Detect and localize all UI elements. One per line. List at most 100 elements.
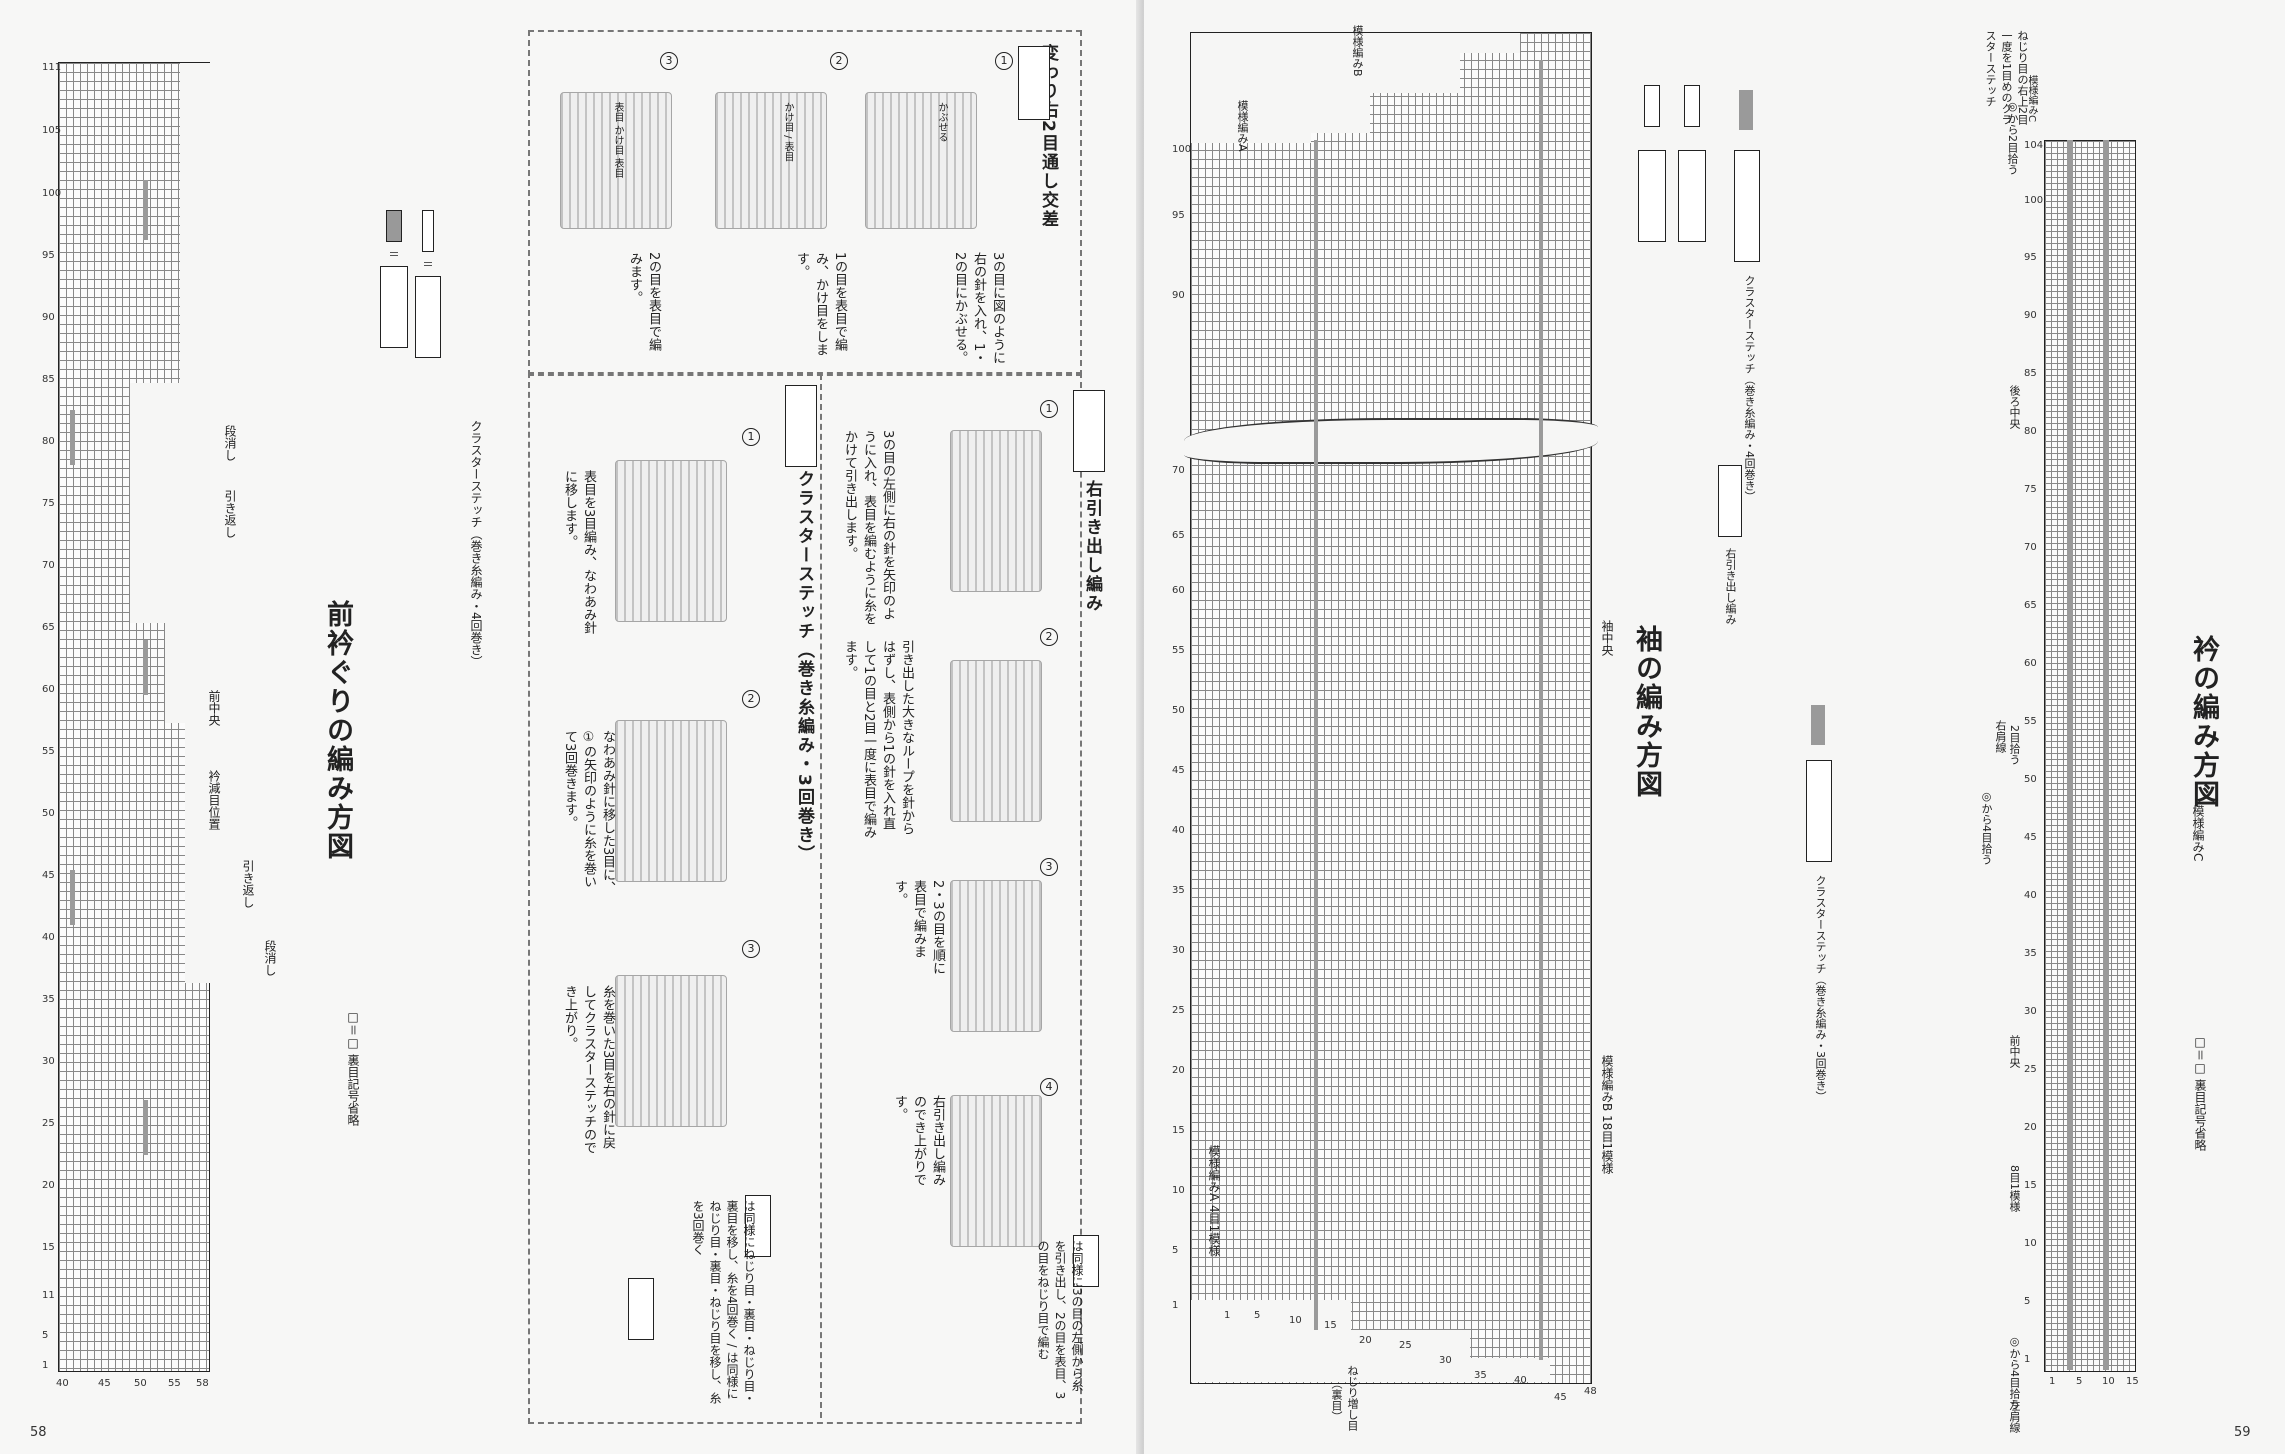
legend-right-pull xyxy=(1718,465,1742,537)
row-number: 55 xyxy=(1172,645,1185,656)
row-number: 35 xyxy=(42,994,55,1005)
chart-cutout xyxy=(1191,1300,1351,1382)
row-number: 55 xyxy=(42,746,55,757)
legend-cluster3-text: クラスターステッチ（巻き糸編み・3回巻き） xyxy=(1814,875,1827,1102)
label-back-center: 後ろ中央 xyxy=(2008,385,2021,429)
row-number: 15 xyxy=(42,1242,55,1253)
right-page: 100 95 90 70 65 60 55 50 45 40 35 30 25 … xyxy=(1144,0,2285,1454)
col-number: 58 xyxy=(196,1378,209,1389)
label-increase: ねじり増し目 xyxy=(1346,1365,1359,1431)
row-number: 95 xyxy=(2024,252,2037,263)
row-number: 20 xyxy=(42,1180,55,1191)
c3-note: は同様にねじり目・裏目・ねじり目・裏目を移し、糸を4回巻く / は同様にねじり目… xyxy=(691,1200,756,1404)
legend-cable-1: ＝ xyxy=(415,210,441,358)
label-start: ◎から2目拾う xyxy=(2006,100,2019,175)
chart-cutout xyxy=(1191,33,1311,143)
chart-cutout xyxy=(130,383,210,623)
row-number: 1 xyxy=(2024,1354,2031,1365)
legend-cluster4-text: クラスターステッチ（巻き糸編み・4回巻き） xyxy=(469,420,483,668)
step-number: 3 xyxy=(742,940,760,958)
row-number: 104 xyxy=(2024,140,2044,151)
chart-pattern-stripe xyxy=(143,1100,148,1155)
label-pattern-c-side: 模様編みC xyxy=(2026,75,2037,122)
collar-rib-stripe xyxy=(2103,140,2109,1370)
step-number: 1 xyxy=(742,428,760,446)
row-number: 85 xyxy=(42,374,55,385)
row-number: 10 xyxy=(1172,1185,1185,1196)
sleeve-title: 袖の編み方図 xyxy=(1631,625,1662,799)
label-front-center: 前中央 xyxy=(2008,1035,2021,1068)
row-number: 11 xyxy=(42,1290,55,1301)
col-number: 5 xyxy=(1254,1310,1261,1321)
label-pickup-4a: ◎から4目拾う xyxy=(1980,790,1993,865)
rp-step2-text: 引き出した大きなループを針からはずし、表側から1の針を入れ直して1の目と2目一度… xyxy=(842,640,914,839)
row-number: 35 xyxy=(2024,948,2037,959)
legend-cable-b xyxy=(1684,85,1700,127)
row-number: 90 xyxy=(1172,290,1185,301)
chart-cutout xyxy=(1370,33,1460,93)
row-number: 100 xyxy=(1172,144,1192,155)
step2-text: 1の目を表目で編み、かけ目をします。 xyxy=(794,252,847,356)
chart-pattern-stripe xyxy=(143,180,148,240)
rp-step4-text: 右引き出し編みのでき上がりです。 xyxy=(892,1095,945,1186)
step2-note: かけ目 / 表目 xyxy=(782,102,793,162)
c3-step3-illustration xyxy=(615,975,727,1127)
rp-variant-symbol xyxy=(1073,1235,1099,1287)
collar-title: 衿の編み方図 xyxy=(2188,635,2219,809)
row-number: 5 xyxy=(2024,1296,2031,1307)
row-number: 80 xyxy=(42,436,55,447)
label-pickup-4b: ◎から4目拾う xyxy=(2008,1335,2021,1410)
step1-note: かぶせる xyxy=(936,102,947,142)
chart-break xyxy=(1184,418,1598,464)
step-number: 4 xyxy=(1040,1078,1058,1096)
technique-box xyxy=(528,372,1082,1424)
label-pattern-a: 模様編みA xyxy=(1236,100,1249,152)
chart-pattern-stripe xyxy=(70,410,75,465)
row-number: 40 xyxy=(42,932,55,943)
chart-pattern-stripe xyxy=(143,640,148,695)
row-number: 70 xyxy=(2024,542,2037,553)
pattern-divider xyxy=(1539,60,1543,1360)
col-number: 48 xyxy=(1584,1386,1597,1397)
label-increase-note: （裏目） xyxy=(1330,1378,1343,1422)
row-number: 45 xyxy=(2024,832,2037,843)
col-number: 15 xyxy=(2126,1376,2139,1387)
row-number: 45 xyxy=(1172,765,1185,776)
chart-cutout xyxy=(1310,33,1370,133)
col-number: 45 xyxy=(98,1378,111,1389)
row-number: 50 xyxy=(2024,774,2037,785)
row-number: 10 xyxy=(2024,1238,2037,1249)
cluster3-symbol xyxy=(785,385,817,467)
col-number: 40 xyxy=(56,1378,69,1389)
row-number: 80 xyxy=(2024,426,2037,437)
chart-cutout xyxy=(165,623,210,723)
row-number: 60 xyxy=(1172,585,1185,596)
c3-step2-text: なわあみ針に移した3目に、①の矢印のように糸を巻いて3回巻きます。 xyxy=(562,730,615,895)
label-repeat: 8目1模様 xyxy=(2008,1165,2021,1212)
step-number: 3 xyxy=(660,52,678,70)
twist-cross-box: 変わり右2目通し交差 1 3の目に図のように右の針を入れ、1・2の目にかぶせる。… xyxy=(528,30,1082,376)
col-number: 35 xyxy=(1474,1370,1487,1381)
row-number: 95 xyxy=(1172,210,1185,221)
step2-illustration xyxy=(715,92,827,229)
col-number: 1 xyxy=(2049,1376,2056,1387)
col-number: 50 xyxy=(134,1378,147,1389)
label-dankeshi: 段消し xyxy=(223,425,237,461)
legend-anchor xyxy=(380,205,381,206)
col-number: 20 xyxy=(1359,1335,1372,1346)
pattern-divider xyxy=(1314,140,1318,1330)
label-sleeve-center: 袖中央 xyxy=(1600,620,1614,656)
chart-cutout xyxy=(185,723,210,983)
rp-step1-text: 3の目の左側に右の針を矢印のように入れ、表目を編むように糸をかけて引き出します。 xyxy=(842,430,895,625)
label-pattern-a-repeat: 模様編みA 4目1模様 xyxy=(1207,1145,1221,1257)
step1-text: 3の目に図のように右の針を入れ、1・2の目にかぶせる。 xyxy=(952,252,1005,365)
technique-divider xyxy=(820,374,823,1418)
page-number-right: 59 xyxy=(2234,1425,2251,1440)
row-number: 85 xyxy=(2024,368,2037,379)
rp-step1-illustration xyxy=(950,430,1042,592)
col-number: 55 xyxy=(168,1378,181,1389)
step-number: 3 xyxy=(1040,858,1058,876)
collar-pattern-c: 模様編みC xyxy=(2191,805,2205,862)
col-number: 10 xyxy=(2102,1376,2115,1387)
